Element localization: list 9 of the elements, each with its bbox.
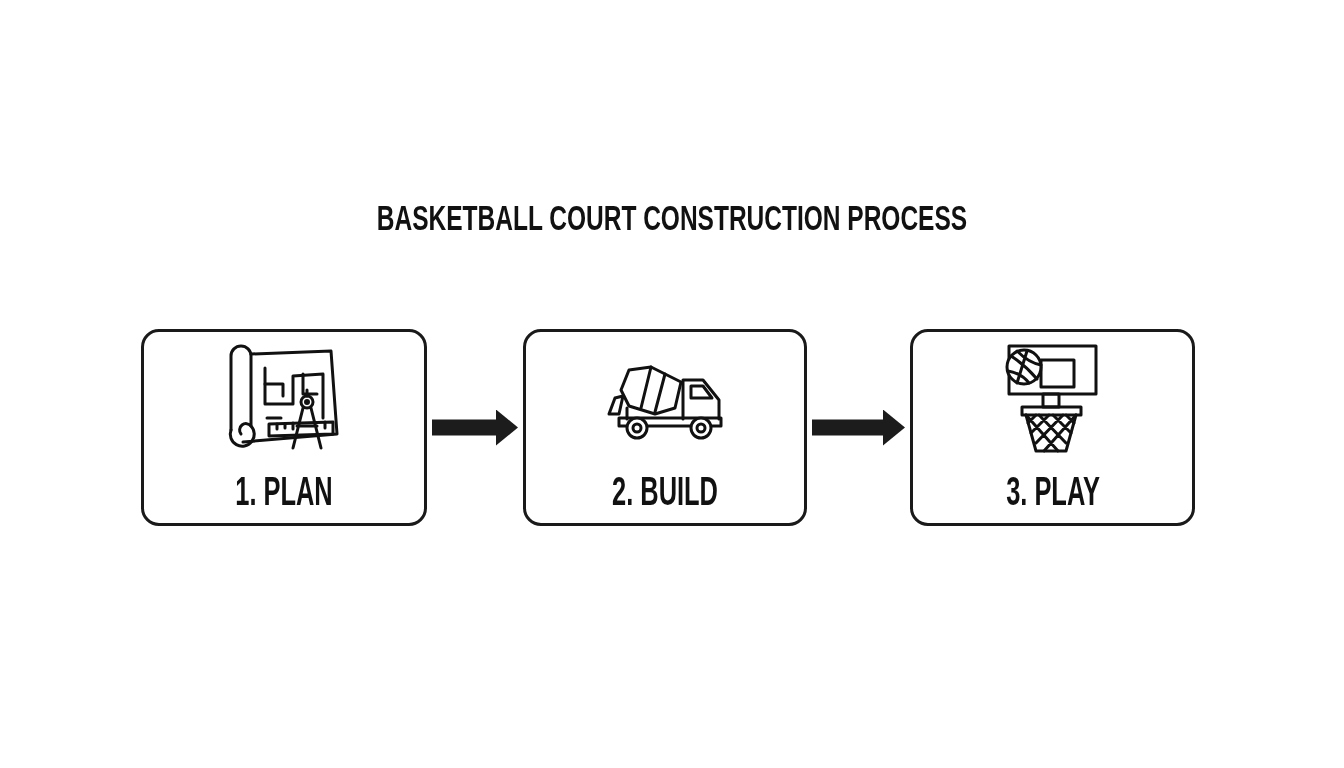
- arrow: [432, 409, 518, 446]
- process-box: [523, 329, 807, 526]
- step-label: 3. PLAY: [1005, 470, 1100, 512]
- arrow: [812, 409, 905, 446]
- process-box: [910, 329, 1195, 526]
- process-box: [141, 329, 427, 526]
- diagram-title: BASKETBALL COURT CONSTRUCTION PROCESS: [376, 200, 968, 236]
- step-label: 1. PLAN: [235, 470, 333, 512]
- step-label: 2. BUILD: [612, 470, 718, 512]
